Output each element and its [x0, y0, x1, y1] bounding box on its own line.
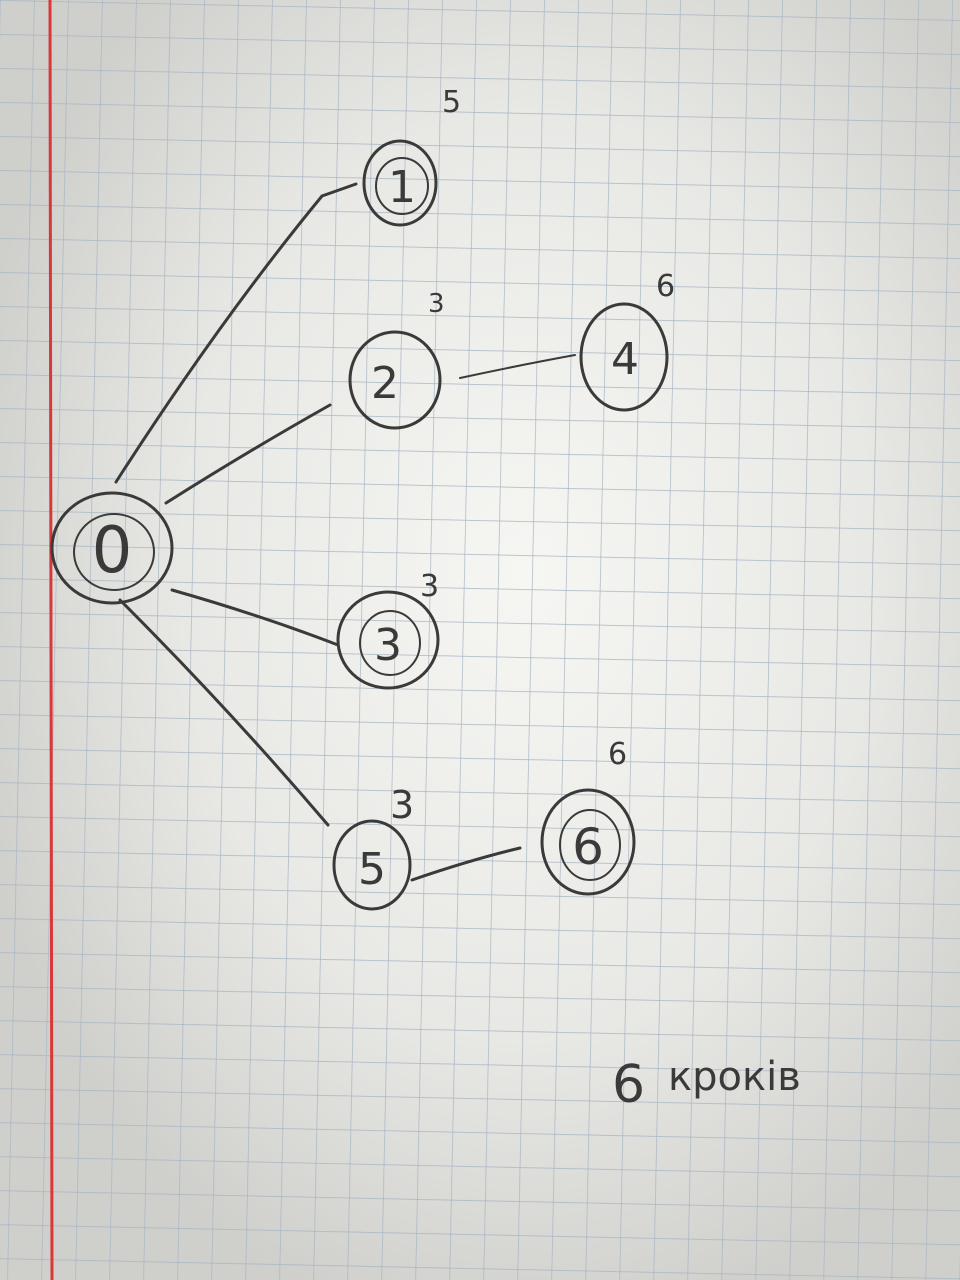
edge-2-4 [459, 354, 576, 379]
caption-word: кроків [668, 1054, 801, 1100]
edge-0-3 [170, 588, 340, 647]
edges [114, 182, 576, 882]
node-1-weight: 5 [442, 85, 461, 120]
node-6 [540, 788, 636, 896]
edge-0-2 [164, 403, 332, 505]
node-4-weight: 6 [656, 269, 675, 304]
node-0 [50, 491, 174, 605]
node-3-weight: 3 [420, 569, 439, 604]
node-6-label: 6 [572, 818, 604, 876]
node-5-label: 5 [358, 844, 386, 895]
node-2 [348, 330, 442, 430]
edge-0-5 [118, 598, 330, 827]
node-1-label: 1 [388, 162, 416, 213]
nodes [50, 139, 669, 911]
node-5 [332, 819, 412, 911]
margin-line [48, 0, 54, 1280]
node-2-weight: 3 [428, 289, 445, 319]
node-4 [579, 302, 669, 412]
node-2-label: 2 [371, 358, 399, 409]
node-6-weight: 6 [608, 737, 627, 772]
node-5-weight: 3 [390, 783, 414, 827]
node-3 [336, 590, 440, 690]
edge-0-1 [114, 182, 358, 484]
caption-number: 6 [612, 1055, 645, 1115]
caption: 6 кроків [612, 1054, 801, 1115]
edge-5-6 [410, 846, 522, 882]
node-4-label: 4 [611, 334, 639, 385]
node-0-label: 0 [92, 514, 133, 588]
node-3-label: 3 [374, 620, 402, 671]
node-1 [362, 139, 438, 227]
